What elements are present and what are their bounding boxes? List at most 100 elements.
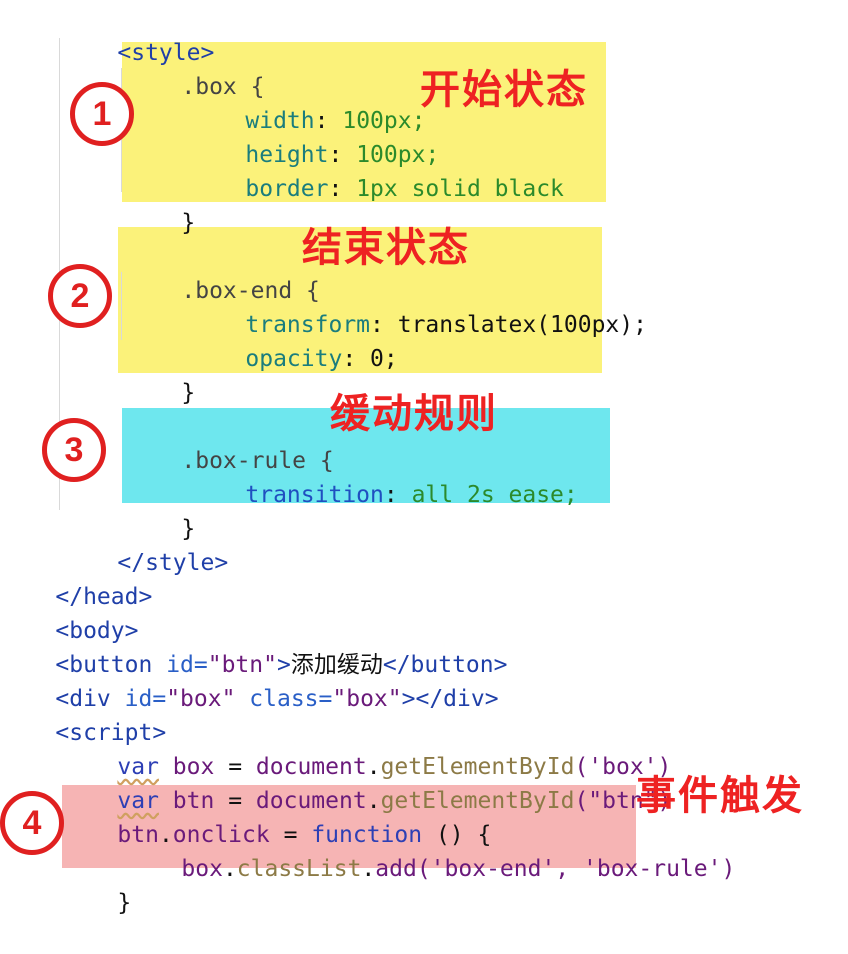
code-line: <button id="btn">添加缓动</button> (0, 614, 507, 678)
style-open-tag: <style> (117, 40, 215, 66)
code-line: var box = document.getElementById('box') (62, 716, 671, 780)
tag-bracket: > (276, 652, 291, 678)
box-rule-selector: .box-rule { (181, 448, 334, 474)
code-line: <body> (0, 580, 138, 644)
code-line: } (126, 172, 195, 236)
var-keyword: var (117, 788, 159, 814)
code-line: </style> (62, 512, 228, 576)
step-badge-1: 1 (70, 82, 134, 146)
document-object: document (255, 754, 367, 780)
box-selector: .box { (181, 74, 265, 100)
dot: . (361, 856, 376, 882)
code-line: } (126, 342, 195, 406)
body-open-tag: <body> (55, 618, 139, 644)
css-value: 100px; (356, 142, 440, 168)
code-line: <style> (62, 2, 214, 66)
box-object: box (181, 856, 223, 882)
var-keyword: var (117, 754, 159, 780)
step-badge-3: 3 (42, 418, 106, 482)
operator: = (283, 822, 298, 848)
highlight-end-state (118, 227, 602, 373)
css-property: transform (245, 312, 371, 338)
closing-brace: } (117, 890, 132, 916)
css-value: translatex(100px); (397, 312, 647, 338)
head-close-tag: </head> (55, 584, 153, 610)
code-line: .box-rule { (126, 410, 333, 474)
dot: . (366, 754, 381, 780)
variable-name: box (172, 754, 215, 780)
css-value: 0; (370, 346, 398, 372)
code-line: transition: all 2s ease; (245, 482, 578, 508)
step-badge-4: 4 (0, 791, 64, 855)
code-line: box.classList.add('box-end', 'box-rule') (126, 818, 735, 882)
button-text: 添加缓动 (290, 652, 383, 678)
attribute-value: "box" (332, 686, 402, 712)
div-close-tag: ></div> (401, 686, 499, 712)
operator: = (228, 754, 243, 780)
button-close-tag: </button> (382, 652, 508, 678)
dot: . (158, 822, 173, 848)
note-start-state: 开始状态 (420, 67, 588, 113)
step-badge-2: 2 (48, 264, 112, 328)
note-end-state: 结束状态 (302, 225, 470, 271)
code-line: width: 100px; (245, 108, 426, 134)
variable-name: btn (172, 788, 215, 814)
html-attribute: class= (249, 686, 333, 712)
css-value: 1px solid black (356, 176, 564, 202)
script-open-tag: <script> (55, 720, 167, 746)
closing-brace: } (181, 516, 196, 542)
code-line: <script> (0, 682, 166, 746)
dot: . (222, 856, 237, 882)
method-args: ('box-end', 'box-rule') (416, 856, 736, 882)
css-property: border (245, 176, 329, 202)
closing-brace: } (181, 380, 196, 406)
code-line: </head> (0, 546, 152, 610)
method-name: getElementById (380, 788, 575, 814)
indent-guide (121, 272, 122, 340)
code-line: transform: translatex(100px); (245, 312, 647, 338)
attribute-value: "btn" (207, 652, 277, 678)
function-parens: () { (435, 822, 492, 848)
operator: = (228, 788, 243, 814)
method-args: ("btn") (574, 788, 672, 814)
function-keyword: function (311, 822, 423, 848)
html-attribute: id= (124, 686, 167, 712)
code-line: height: 100px; (245, 142, 440, 168)
css-property: width (245, 108, 315, 134)
highlight-easing-rule (122, 408, 610, 503)
document-object: document (255, 788, 367, 814)
code-line: } (126, 478, 195, 542)
code-line: <div id="box" class="box"></div> (0, 648, 498, 712)
attribute-value: "box" (166, 686, 236, 712)
code-line: .box-end { (126, 240, 319, 304)
box-end-selector: .box-end { (181, 278, 320, 304)
style-close-tag: </style> (117, 550, 229, 576)
div-open-tag: <div (55, 686, 111, 712)
css-property: opacity (245, 346, 343, 372)
highlight-start-state (122, 42, 606, 202)
onclick-property: onclick (172, 822, 270, 848)
button-open-tag: <button (55, 652, 153, 678)
code-line: .box { (126, 36, 264, 100)
note-easing-rule: 缓动规则 (330, 391, 498, 437)
html-attribute: id= (166, 652, 208, 678)
btn-object: btn (117, 822, 159, 848)
add-method: add (375, 856, 417, 882)
code-line: var btn = document.getElementById("btn") (62, 750, 671, 814)
classlist-property: classList (236, 856, 362, 882)
code-line: } (62, 852, 131, 916)
code-line: border: 1px solid black (245, 176, 564, 202)
code-editor: <style> .box { width: 100px; height: 100… (0, 2, 804, 916)
css-value: 100px; (342, 108, 426, 134)
css-property: transition (245, 482, 384, 508)
css-value: all 2s ease; (411, 482, 578, 508)
code-line: opacity: 0; (245, 346, 398, 372)
closing-brace: } (181, 210, 196, 236)
highlight-event-trigger (62, 785, 636, 868)
method-name: getElementById (380, 754, 575, 780)
code-line: btn.onclick = function () { (62, 784, 491, 848)
dot: . (366, 788, 381, 814)
note-event-trigger: 事件触发 (636, 773, 804, 819)
css-property: height (245, 142, 329, 168)
method-args: ('box') (574, 754, 672, 780)
